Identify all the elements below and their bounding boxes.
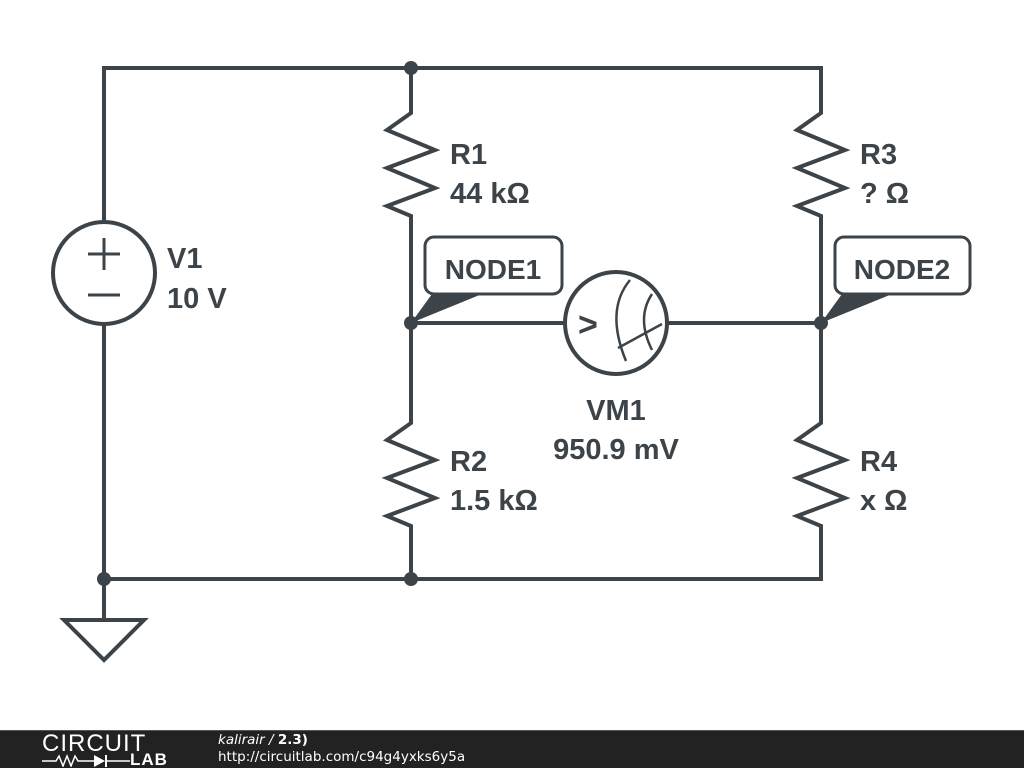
circuit-url-link[interactable]: http://circuitlab.com/c94g4yxks6y5a	[218, 749, 466, 765]
resistor-zigzag-icon	[381, 108, 441, 228]
r3-value-label: ? Ω	[860, 178, 909, 210]
junction-dot	[404, 61, 418, 75]
flag-pointer-icon	[411, 294, 482, 323]
node-flag-node2[interactable]: NODE2	[821, 235, 972, 323]
r2-value-label: 1.5 kΩ	[450, 485, 538, 517]
resistor-r1[interactable]: R1 44 kΩ	[381, 108, 530, 228]
voltage-source-icon	[51, 220, 157, 326]
voltmeter-vm1[interactable]: > VM1 950.9 mV	[553, 270, 680, 466]
logo-text-lab: LAB	[130, 750, 168, 769]
r3-name-label: R3	[860, 139, 897, 171]
resistor-diode-icon	[42, 753, 130, 767]
ground-icon	[59, 618, 149, 663]
meter-needle-icon	[617, 322, 663, 350]
vm1-name-label: VM1	[586, 395, 646, 427]
node2-label: NODE2	[854, 254, 950, 285]
r1-value-label: 44 kΩ	[450, 178, 530, 210]
circuit-credit: kalirair / 2.3) http://circuitlab.com/c9…	[218, 732, 465, 766]
node1-label: NODE1	[445, 254, 541, 285]
v1-value-label: 10 V	[167, 283, 227, 315]
flag-pointer-icon	[821, 294, 892, 323]
flag-box	[833, 235, 972, 296]
voltmeter-icon	[563, 270, 669, 376]
circuitlab-logo[interactable]: CIRCUIT LAB	[40, 731, 180, 769]
v1-name-label: V1	[167, 243, 202, 275]
resistor-r4[interactable]: R4 x Ω	[791, 418, 907, 536]
node-flag-node1[interactable]: NODE1	[411, 235, 564, 323]
junction-dot	[97, 572, 111, 586]
footer-bar: CIRCUIT LAB kalirair / 2.3) http://circu…	[0, 730, 1024, 769]
resistor-zigzag-icon	[381, 418, 441, 536]
circuit-schematic: V1 10 V R1 44 kΩ R2 1.5 kΩ R3 ? Ω R4 x Ω…	[51, 61, 972, 663]
resistor-r2[interactable]: R2 1.5 kΩ	[381, 418, 538, 536]
voltage-source-v1[interactable]: V1 10 V	[51, 220, 227, 326]
vm1-value-label: 950.9 mV	[553, 434, 679, 466]
resistor-r3[interactable]: R3 ? Ω	[791, 108, 909, 228]
voltmeter-glyph: >	[578, 306, 598, 344]
r1-name-label: R1	[450, 139, 487, 171]
flag-box	[423, 235, 564, 296]
logo-text-circuit: CIRCUIT	[42, 730, 147, 757]
author-name[interactable]: kalirair	[218, 732, 265, 748]
resistor-zigzag-icon	[791, 418, 851, 536]
separator: /	[264, 732, 278, 748]
meter-arc-icon	[615, 279, 631, 362]
r4-value-label: x Ω	[860, 485, 907, 517]
junction-dot	[404, 572, 418, 586]
r4-name-label: R4	[860, 446, 897, 478]
r2-name-label: R2	[450, 446, 487, 478]
plus-sign-icon	[88, 238, 120, 270]
resistor-zigzag-icon	[791, 108, 851, 228]
circuit-title: 2.3)	[277, 732, 308, 748]
meter-arc-icon	[642, 293, 654, 351]
